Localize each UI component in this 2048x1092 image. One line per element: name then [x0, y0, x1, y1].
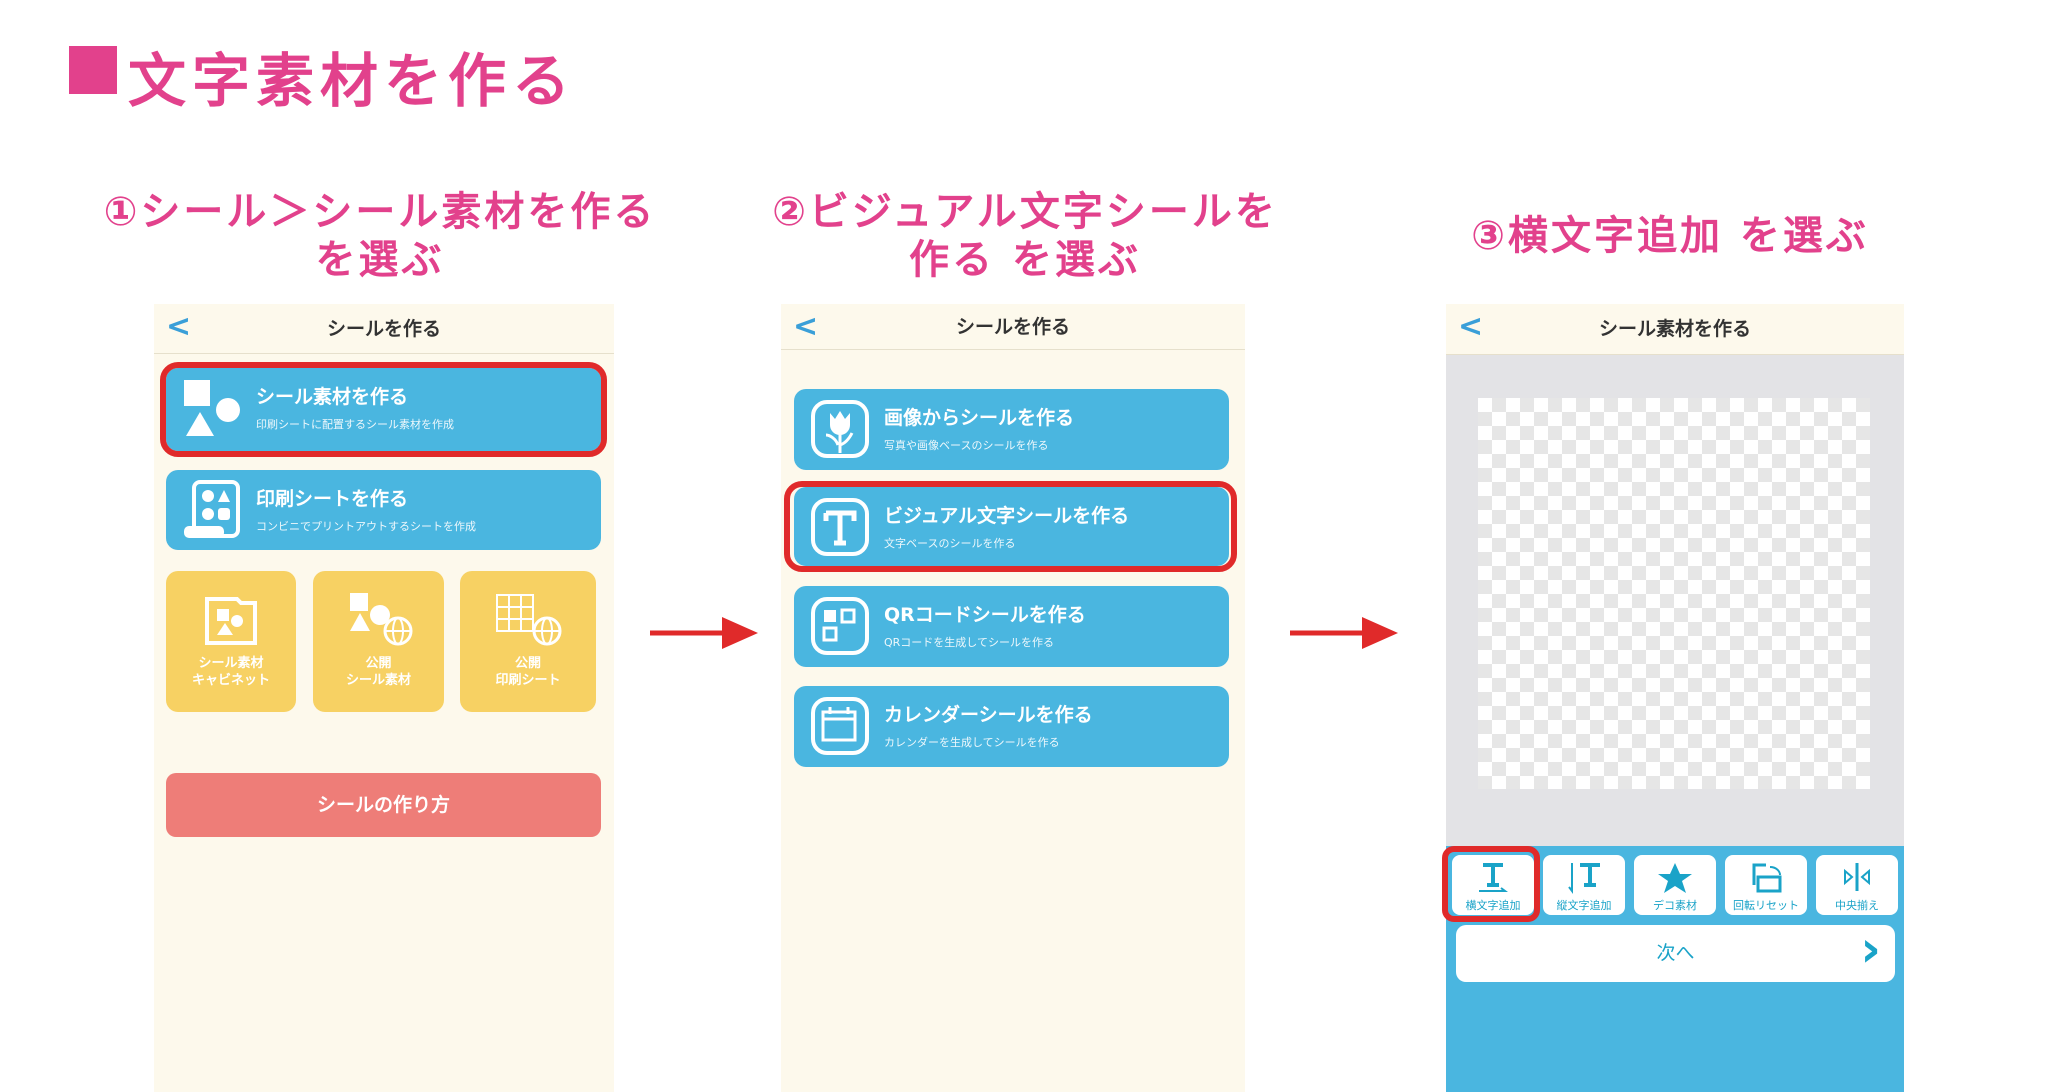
step1-heading: ①シール＞シール素材を作るを選ぶ [70, 188, 690, 284]
highlight-box [160, 362, 607, 457]
back-icon[interactable]: < [1458, 309, 1484, 344]
screen1-header: < シールを作る [154, 304, 614, 354]
arrow-right-icon [1290, 617, 1398, 649]
tool-label: 中央揃え [1835, 899, 1879, 912]
card-title: ビジュアル文字シールを作る [884, 505, 1130, 527]
canvas-area [1446, 355, 1904, 846]
tool-rotate-reset[interactable]: 回転リセット [1725, 855, 1807, 915]
step2-line1: ②ビジュアル文字シールを [772, 189, 1278, 235]
title-marker [69, 46, 117, 94]
folder-shapes-icon [205, 597, 257, 645]
shapes-icon [184, 380, 240, 436]
next-button[interactable]: 次へ › [1456, 921, 1895, 982]
card-title: カレンダーシールを作る [884, 704, 1093, 726]
tool-label: デコ素材 [1653, 899, 1697, 912]
grid-globe-icon [496, 594, 562, 646]
image-sticker-button[interactable]: 画像からシールを作る 写真や画像ベースのシールを作る [794, 389, 1229, 470]
card-subtitle: カレンダーを生成してシールを作る [884, 736, 1060, 749]
arrow-right-icon [650, 617, 758, 649]
how-to-make-button[interactable]: シールの作り方 [166, 773, 601, 837]
tulip-icon [811, 400, 869, 458]
tile-label: キャビネット [191, 673, 270, 688]
tool-vertical-text[interactable]: 縦文字追加 [1543, 855, 1625, 915]
screen1-title: シールを作る [326, 318, 441, 340]
screen3-header: < シール素材を作る [1446, 304, 1904, 355]
card-title: 画像からシールを作る [884, 407, 1075, 429]
tile-label: シール素材 [198, 656, 264, 671]
tool-label: 回転リセット [1733, 899, 1799, 912]
back-icon[interactable]: < [166, 309, 192, 344]
card-subtitle: 文字ベースのシールを作る [884, 537, 1016, 550]
card-title: 印刷シートを作る [256, 488, 409, 510]
horizontal-text-icon [1479, 863, 1508, 892]
star-icon [1658, 863, 1692, 893]
qr-code-icon [811, 597, 869, 655]
card-title: シール素材を作る [256, 386, 409, 408]
tile-label: 公開 [365, 656, 392, 671]
screen2-header: < シールを作る [781, 304, 1245, 350]
tile-label: シール素材 [345, 673, 411, 688]
create-print-sheet-button[interactable]: 印刷シートを作る コンビニでプリントアウトするシートを作成 [166, 470, 601, 550]
step3-heading: ③横文字追加 を選ぶ [1471, 213, 1869, 259]
card-subtitle: 写真や画像ベースのシールを作る [884, 439, 1049, 452]
qr-code-sticker-button[interactable]: QRコードシールを作る QRコードを生成してシールを作る [794, 586, 1229, 667]
screen2: < シールを作る 画像からシールを作る 写真や画像ベースのシールを作る ビジュアル… [781, 304, 1245, 1092]
rotate-reset-icon [1752, 863, 1782, 893]
step2-heading: ②ビジュアル文字シールを作る を選ぶ [740, 188, 1310, 284]
vertical-text-icon [1568, 863, 1600, 894]
print-sheet-icon [184, 480, 240, 538]
back-icon[interactable]: < [793, 309, 819, 344]
tool-deco[interactable]: デコ素材 [1634, 855, 1716, 915]
shapes-globe-icon [349, 593, 412, 646]
highlight-box [784, 481, 1237, 572]
step1-line2: を選ぶ [315, 237, 445, 283]
page-title: 文字素材を作る [128, 47, 577, 115]
next-label: 次へ [1656, 942, 1695, 964]
tool-horizontal-text[interactable]: 横文字追加 [1452, 855, 1534, 915]
calendar-sticker-button[interactable]: カレンダーシールを作る カレンダーを生成してシールを作る [794, 686, 1229, 767]
public-sticker-tile[interactable]: 公開シール素材 [313, 571, 444, 712]
highlight-box [1442, 846, 1540, 922]
public-print-sheet-tile[interactable]: 公開印刷シート [460, 571, 596, 712]
card-subtitle: QRコードを生成してシールを作る [884, 636, 1054, 649]
card-title: QRコードシールを作る [884, 604, 1086, 626]
tool-label: 横文字追加 [1465, 899, 1521, 912]
visual-text-sticker-button[interactable]: ビジュアル文字シールを作る 文字ベースのシールを作る [794, 487, 1229, 566]
sticker-cabinet-tile[interactable]: シール素材キャビネット [166, 571, 296, 712]
card-subtitle: 印刷シートに配置するシール素材を作成 [256, 418, 454, 431]
screen1: < シールを作る シール素材を作る 印刷シートに配置するシール素材を作成 印刷シー… [154, 304, 614, 1092]
screen3-title: シール素材を作る [1598, 318, 1751, 340]
tool-label: 縦文字追加 [1556, 899, 1612, 912]
create-sticker-material-button[interactable]: シール素材を作る 印刷シートに配置するシール素材を作成 [166, 368, 601, 451]
screen2-title: シールを作る [955, 316, 1070, 338]
step1-line1: ①シール＞シール素材を作る [103, 189, 657, 235]
tool-center-align[interactable]: 中央揃え [1816, 855, 1898, 915]
tile-label: 印刷シート [495, 673, 561, 688]
card-subtitle: コンビニでプリントアウトするシートを作成 [256, 520, 476, 533]
calendar-icon [811, 697, 869, 755]
transparent-canvas[interactable] [1478, 398, 1870, 789]
text-t-icon [811, 498, 869, 556]
step2-line2: 作る を選ぶ [909, 237, 1141, 283]
center-align-icon [1844, 863, 1870, 891]
tile-label: 公開 [514, 656, 541, 671]
chevron-right-icon: › [1860, 920, 1881, 978]
